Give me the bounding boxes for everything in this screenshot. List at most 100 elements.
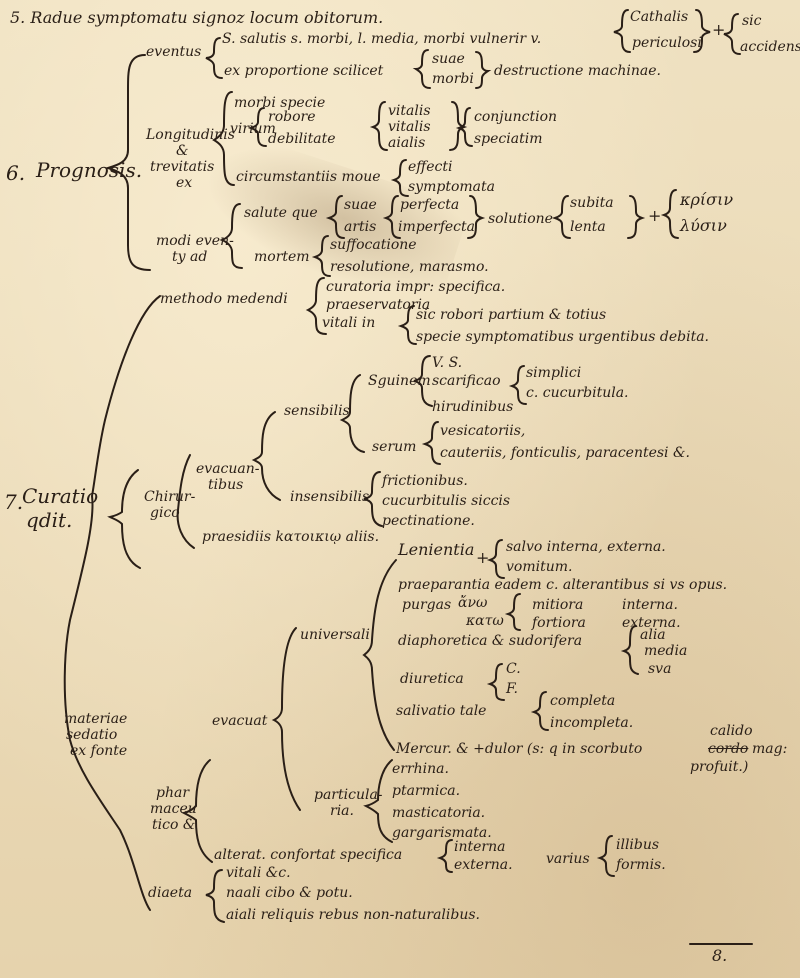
sanguinem: Sguinem — [368, 373, 431, 389]
brace-salva — [486, 539, 505, 579]
brace-pharm — [181, 759, 213, 863]
salute-artis: artis — [344, 219, 377, 235]
evacuan-1: evacuan- — [196, 461, 260, 477]
diaph-alia: alia — [640, 627, 666, 643]
serum-cauteriis: cauteriis, fonticulis, paracentesi &. — [440, 445, 690, 461]
brace-scarif — [508, 365, 527, 405]
materiae-3: ex fonte — [70, 743, 128, 759]
diaeta-aiali: aiali reliquis rebus non-naturalibus. — [226, 907, 480, 923]
brace-universali — [362, 559, 397, 751]
relation-2: speciatim — [474, 131, 543, 147]
brace-relations — [455, 107, 473, 147]
brace-diaph — [620, 625, 639, 675]
brace-chir-split — [176, 454, 195, 549]
insens-pectinatione: pectinatione. — [382, 513, 475, 529]
sensibilis: sensibilis — [284, 403, 350, 419]
curatio-label-2: qdit. — [26, 508, 73, 532]
brace-vitalis-close — [449, 101, 468, 151]
salva-interna: salvo interna, externa. — [506, 539, 666, 555]
eventus-pair-2: morbi — [432, 71, 474, 87]
brace-serum — [421, 421, 441, 465]
pharm-3: tico & — [152, 817, 196, 833]
brace-suae-close — [475, 51, 492, 89]
brace-subita-close — [627, 195, 646, 239]
purgas-interna: interna. — [622, 597, 678, 613]
brace-methodo — [305, 277, 327, 335]
eventus-pair-1: suae — [432, 51, 465, 67]
brace-saliv — [530, 691, 549, 731]
saliv-completa: completa — [550, 693, 616, 709]
eventus-option-1: Cathalis — [630, 9, 689, 25]
perfecta: perfecta — [400, 197, 460, 213]
purgas-fortiora: fortiora — [532, 615, 586, 631]
brace-cathal — [613, 9, 631, 53]
brace-modi — [219, 203, 243, 269]
brace-evacuan — [251, 411, 281, 501]
methodo-vitali-in: vitali in — [322, 315, 376, 331]
mortem: mortem — [254, 249, 310, 265]
diaph-sva: sva — [648, 661, 672, 677]
brace-sic — [723, 13, 741, 55]
brace-insens — [363, 471, 383, 527]
eventus-option-2: periculosi — [632, 35, 702, 51]
brace-diaeta — [205, 869, 225, 923]
varius-formis: formis. — [616, 857, 666, 873]
insens-cucurbitulis: cucurbitulis siccis — [382, 493, 511, 509]
saliv-incompleta: incompleta. — [550, 715, 634, 731]
mercur-end: mag: — [752, 741, 788, 757]
brace-sensibilis — [339, 374, 365, 453]
salute-suae: suae — [344, 197, 377, 213]
lenientia-plus: + — [476, 548, 490, 567]
varius: varius — [546, 851, 590, 867]
lenta: lenta — [570, 219, 606, 235]
chirurgico-1: Chirur- — [144, 489, 196, 505]
page-number: 8. — [712, 946, 728, 965]
brace-cathal-close — [693, 9, 711, 53]
mercur-profuit: profuit.) — [690, 759, 749, 775]
praesidium: praesidiis kατοικιῳ aliis. — [202, 529, 380, 545]
mercur-calido: calido — [710, 723, 753, 739]
brace-suae — [412, 49, 431, 89]
imperfecta: imperfecta — [398, 219, 475, 235]
brace-salute — [325, 195, 345, 239]
eventus-plus: + — [712, 20, 726, 39]
section-number-7: 7. — [4, 490, 24, 514]
brace-varius — [596, 835, 615, 877]
eventus-line2: ex proportione scilicet — [224, 63, 384, 79]
part-errhina: errhina. — [392, 761, 449, 777]
serum: serum — [372, 439, 417, 455]
diaph-media: media — [644, 643, 688, 659]
brace-particularia — [363, 759, 393, 843]
brace-prognosis — [104, 54, 151, 271]
brace-virium — [247, 107, 267, 147]
diaphoretica: diaphoretica & sudorifera — [398, 633, 583, 649]
brace-greek — [660, 189, 679, 239]
lenientia: Lenientia — [398, 540, 475, 559]
brace-vitali-in — [397, 305, 417, 345]
longitudo-label-1: Longitudinis — [146, 127, 235, 143]
varius-illibus: illibus — [616, 837, 660, 853]
brace-subita — [551, 195, 571, 239]
eventus-line1: S. salutis s. morbi, l. media, morbi vul… — [222, 31, 542, 47]
methodo-praeservatoria: praeservatoria — [326, 297, 431, 313]
chirurgico-2: gico — [150, 505, 180, 521]
methodo-curatoria: curatoria impr: specifica. — [326, 279, 506, 295]
mortem-suffocatione: suffocatione — [330, 237, 417, 253]
solutione: solutione — [488, 211, 553, 227]
part-gargarismata: gargarismata. — [392, 825, 492, 841]
greek-krisin: κρίσιν — [680, 190, 734, 209]
insens-frictionibus: frictionibus. — [382, 473, 468, 489]
mercur-struck: cordo — [708, 741, 749, 757]
longitudo-label-3: trevitatis — [150, 159, 215, 175]
scarif-cucurbitula: c. cucurbitula. — [526, 385, 629, 401]
brace-purgas — [504, 593, 521, 631]
brace-perfecta — [382, 195, 401, 239]
modi-plus: + — [648, 206, 662, 225]
brace-alt — [436, 839, 453, 873]
diur-f: F. — [506, 681, 518, 697]
vitali-specie: specie symptomatibus urgentibus debita. — [416, 329, 710, 345]
scarif-simplici: simplici — [526, 365, 582, 381]
evacuat: evacuat — [212, 713, 268, 729]
